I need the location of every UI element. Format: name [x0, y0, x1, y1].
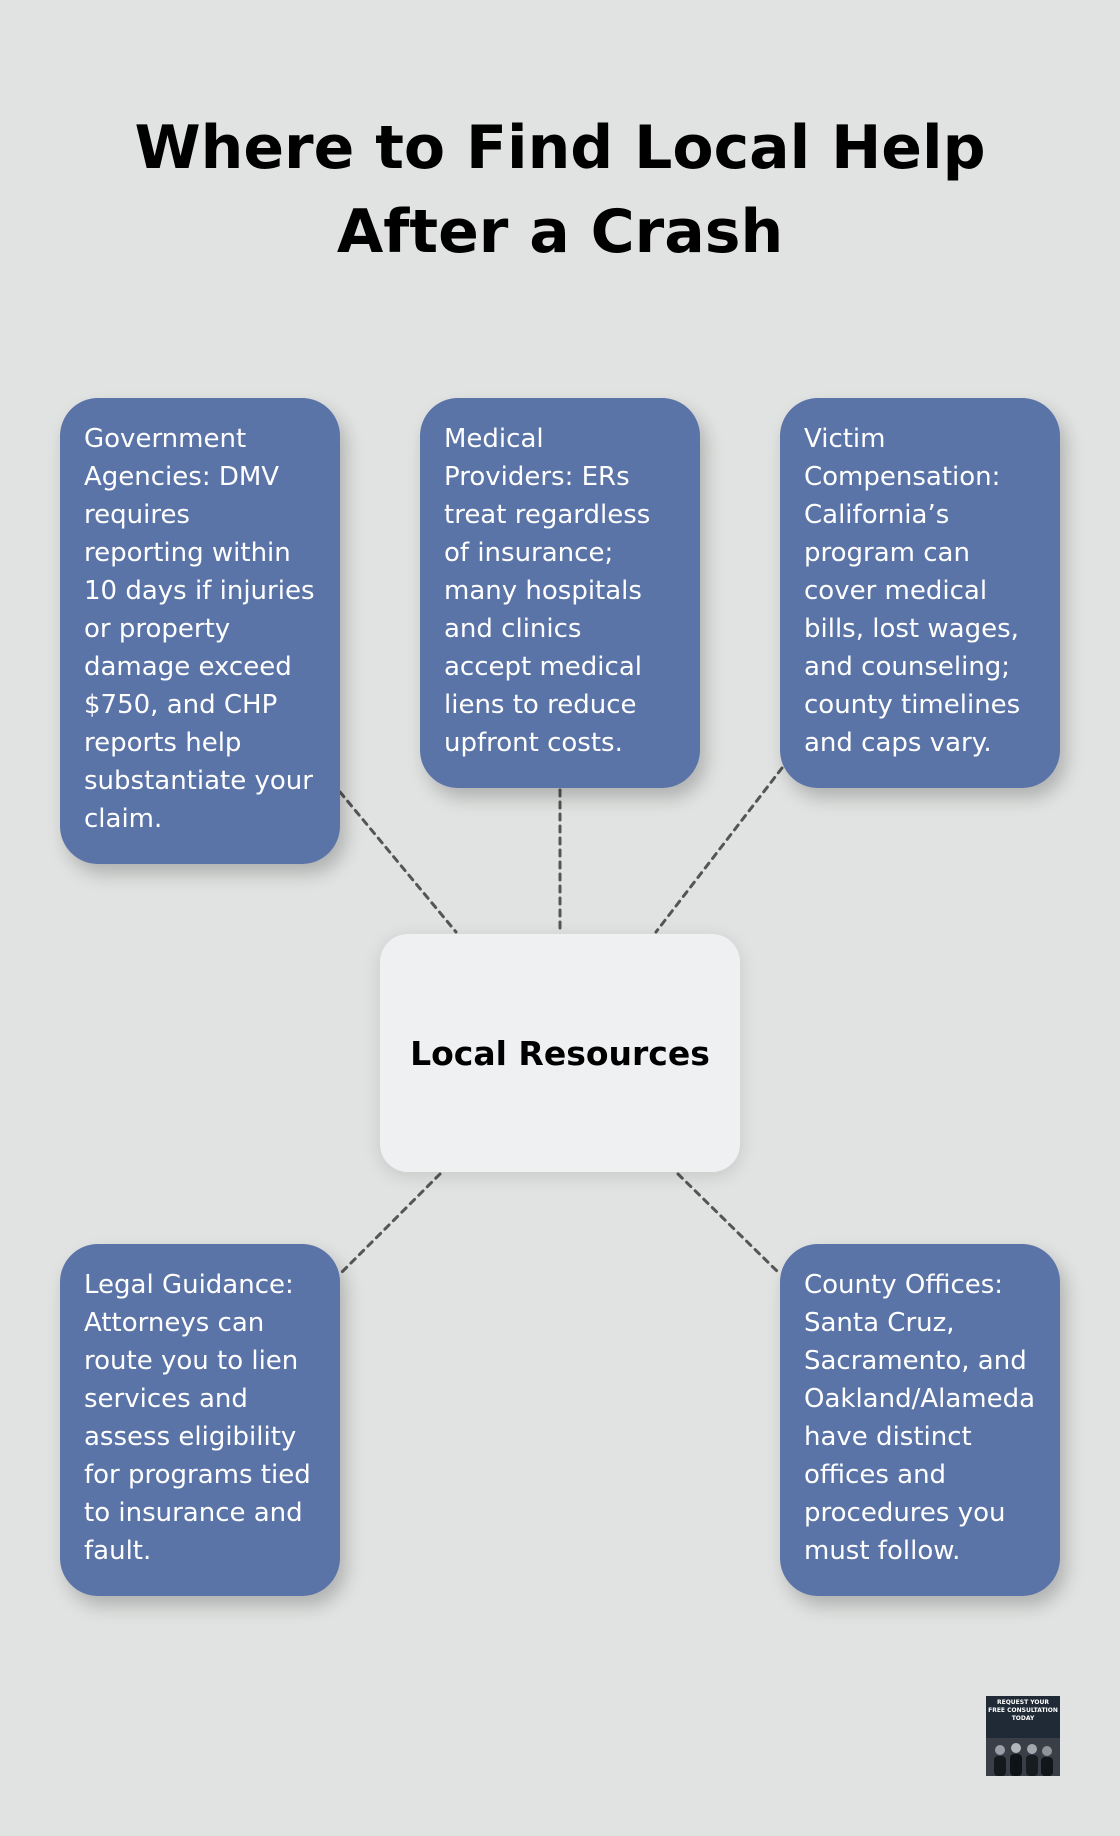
card-county-offices: County Offices: Santa Cruz, Sacramento, …: [780, 1244, 1060, 1596]
card-text: County Offices: Santa Cruz, Sacramento, …: [804, 1270, 1036, 1566]
card-text: Legal Guidance: Attorneys can route you …: [84, 1270, 311, 1566]
hub-label: Local Resources: [410, 1033, 710, 1073]
card-text: Medical Providers: ERs treat regardless …: [444, 424, 651, 758]
card-legal-guidance: Legal Guidance: Attorneys can route you …: [60, 1244, 340, 1596]
hub-local-resources: Local Resources: [380, 934, 740, 1172]
connector-county-offices: [676, 1172, 782, 1276]
connector-government-agencies: [338, 790, 458, 934]
card-medical-providers: Medical Providers: ERs treat regardless …: [420, 398, 700, 788]
consultation-promo-thumbnail[interactable]: REQUEST YOUR FREE CONSULTATION TODAY: [986, 1696, 1060, 1776]
connector-legal-guidance: [338, 1172, 442, 1276]
card-victim-compensation: Victim Compensation: California’s progra…: [780, 398, 1060, 788]
card-text: Government Agencies: DMV requires report…: [84, 424, 315, 834]
page-title: Where to Find Local Help After a Crash: [134, 113, 986, 267]
card-text: Victim Compensation: California’s progra…: [804, 424, 1021, 758]
people-photo-icon: [986, 1738, 1060, 1776]
card-government-agencies: Government Agencies: DMV requires report…: [60, 398, 340, 864]
connector-victim-compensation: [654, 766, 784, 934]
promo-label: REQUEST YOUR FREE CONSULTATION TODAY: [988, 1699, 1058, 1722]
